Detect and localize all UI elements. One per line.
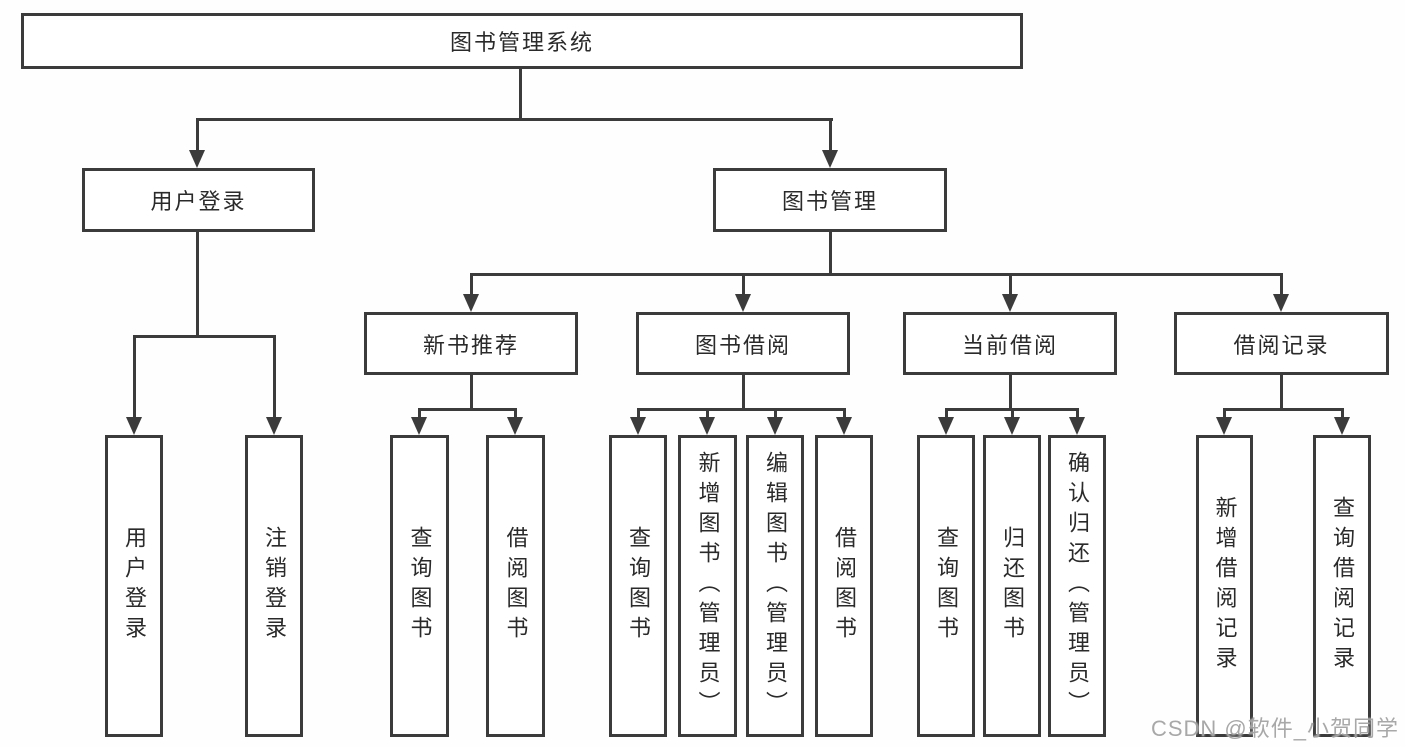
node-new-book-recommendation: 新书推荐 xyxy=(364,312,578,375)
connector-br-rail xyxy=(1223,408,1344,411)
arrow-down-icon xyxy=(822,150,838,168)
connector-user-login-rail xyxy=(133,335,276,338)
node-borrowing-records-label: 借阅记录 xyxy=(1233,332,1330,358)
leaf-nb-borrow-books: 借阅图书 xyxy=(486,435,545,737)
leaf-cb-return-books: 归还图书 xyxy=(983,435,1041,737)
arrow-down-icon xyxy=(1069,417,1085,435)
leaf-bb-edit-books-admin-label: 编辑图书（管理员） xyxy=(763,451,788,721)
node-book-borrowing: 图书借阅 xyxy=(636,312,850,375)
connector-user-login-stub xyxy=(196,232,199,335)
connector-drop xyxy=(945,408,948,418)
leaf-nb-query-books: 查询图书 xyxy=(390,435,449,737)
csdn-watermark: CSDN @软件_小贺同学 xyxy=(1150,716,1399,741)
arrow-down-icon xyxy=(767,417,783,435)
connector-drop xyxy=(196,118,199,151)
arrow-down-icon xyxy=(938,417,954,435)
connector-br-stub xyxy=(1280,375,1283,408)
leaf-br-query-record-label: 查询借阅记录 xyxy=(1330,496,1355,676)
connector-drop xyxy=(514,408,517,418)
connector-cb-stub xyxy=(1009,375,1012,408)
leaf-logout-label: 注销登录 xyxy=(262,526,287,646)
arrow-down-icon xyxy=(1004,417,1020,435)
connector-drop xyxy=(273,335,276,418)
leaf-bb-query-books: 查询图书 xyxy=(609,435,667,737)
connector-nb-stub xyxy=(470,375,473,408)
node-book-management: 图书管理 xyxy=(713,168,947,232)
connector-root-stub xyxy=(519,69,522,118)
leaf-nb-borrow-books-label: 借阅图书 xyxy=(503,526,529,646)
arrow-down-icon xyxy=(266,417,282,435)
connector-book-management-stub xyxy=(829,232,832,273)
leaf-bb-add-books-admin: 新增图书（管理员） xyxy=(678,435,737,737)
arrow-down-icon xyxy=(411,417,427,435)
node-user-login-label: 用户登录 xyxy=(150,189,247,214)
leaf-user-login-label: 用户登录 xyxy=(122,526,147,646)
leaf-bb-borrow-books: 借阅图书 xyxy=(815,435,873,737)
arrow-down-icon xyxy=(836,417,852,435)
connector-drop xyxy=(706,408,709,418)
connector-drop xyxy=(1009,273,1012,295)
leaf-cb-return-books-label: 归还图书 xyxy=(1000,526,1025,646)
leaf-br-add-record-label: 新增借阅记录 xyxy=(1212,496,1238,676)
node-user-login: 用户登录 xyxy=(82,168,315,232)
connector-nb-rail xyxy=(418,408,517,411)
arrow-down-icon xyxy=(1216,417,1232,435)
leaf-cb-query-books-label: 查询图书 xyxy=(934,526,959,646)
node-root-label: 图书管理系统 xyxy=(449,30,594,55)
node-current-borrowing: 当前借阅 xyxy=(903,312,1117,375)
connector-drop xyxy=(133,335,136,418)
connector-drop xyxy=(470,273,473,295)
connector-drop xyxy=(742,273,745,295)
connector-drop xyxy=(1280,273,1283,295)
arrow-down-icon xyxy=(126,417,142,435)
leaf-br-query-record: 查询借阅记录 xyxy=(1313,435,1371,737)
connector-drop xyxy=(637,408,640,418)
connector-drop xyxy=(1011,408,1014,418)
connector-drop xyxy=(1223,408,1226,418)
node-current-borrowing-label: 当前借阅 xyxy=(961,332,1058,358)
arrow-down-icon xyxy=(463,294,479,312)
leaf-user-login: 用户登录 xyxy=(105,435,163,737)
node-borrowing-records: 借阅记录 xyxy=(1174,312,1389,375)
connector-drop xyxy=(774,408,777,418)
node-book-borrowing-label: 图书借阅 xyxy=(694,332,791,358)
arrow-down-icon xyxy=(1002,294,1018,312)
arrow-down-icon xyxy=(507,417,523,435)
connector-drop xyxy=(829,118,832,151)
arrow-down-icon xyxy=(1334,417,1350,435)
connector-book-management-rail xyxy=(470,273,1283,276)
connector-drop xyxy=(1341,408,1344,418)
arrow-down-icon xyxy=(699,417,715,435)
leaf-br-add-record: 新增借阅记录 xyxy=(1196,435,1253,737)
arrow-down-icon xyxy=(1273,294,1289,312)
leaf-logout: 注销登录 xyxy=(245,435,303,737)
leaf-bb-edit-books-admin: 编辑图书（管理员） xyxy=(746,435,804,737)
leaf-cb-query-books: 查询图书 xyxy=(917,435,975,737)
connector-bb-rail xyxy=(637,408,846,411)
leaf-bb-query-books-label: 查询图书 xyxy=(626,526,651,646)
node-new-book-recommendation-label: 新书推荐 xyxy=(422,332,519,358)
connector-drop xyxy=(418,408,421,418)
connector-root-rail xyxy=(196,118,833,121)
leaf-cb-confirm-return-admin-label: 确认归还（管理员） xyxy=(1065,451,1090,721)
connector-bb-stub xyxy=(742,375,745,408)
leaf-cb-confirm-return-admin: 确认归还（管理员） xyxy=(1048,435,1106,737)
node-root: 图书管理系统 xyxy=(21,13,1023,69)
node-book-management-label: 图书管理 xyxy=(781,189,878,214)
connector-drop xyxy=(1076,408,1079,418)
arrow-down-icon xyxy=(189,150,205,168)
leaf-bb-add-books-admin-label: 新增图书（管理员） xyxy=(695,451,721,721)
arrow-down-icon xyxy=(630,417,646,435)
leaf-nb-query-books-label: 查询图书 xyxy=(407,526,433,646)
leaf-bb-borrow-books-label: 借阅图书 xyxy=(832,526,857,646)
connector-drop xyxy=(843,408,846,418)
arrow-down-icon xyxy=(735,294,751,312)
